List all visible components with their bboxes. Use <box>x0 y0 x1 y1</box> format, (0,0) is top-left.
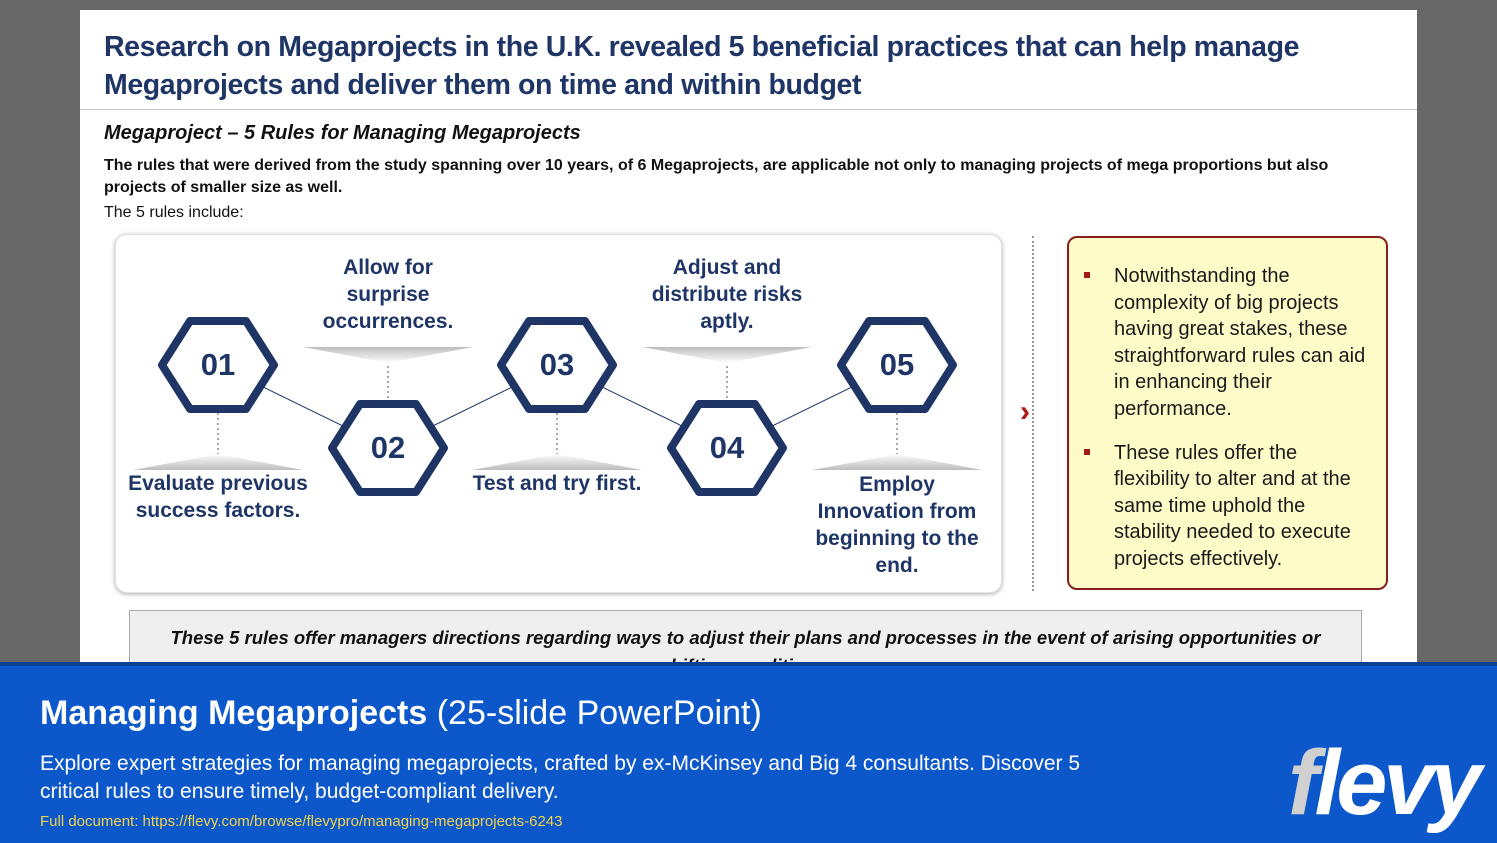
shelf-03 <box>472 454 642 470</box>
hexagon-02 <box>328 400 448 496</box>
rule-label-05: Employ Innovation from beginning to the … <box>815 473 979 577</box>
note-bullet-item: These rules offer the flexibility to alt… <box>1084 440 1374 573</box>
rules-diagram <box>133 317 982 496</box>
rule-number-05: 05 <box>879 347 915 382</box>
note-bullet-text: These rules offer the flexibility to alt… <box>1114 441 1351 570</box>
note-bullet-item: Notwithstanding the complexity of big pr… <box>1084 263 1374 423</box>
slide: Research on Megaprojects in the U.K. rev… <box>80 10 1417 665</box>
label-stems <box>217 366 898 462</box>
title-divider <box>80 109 1417 110</box>
summary-callout: These 5 rules offer managers directions … <box>129 610 1362 665</box>
rule-label-04: Adjust and distribute risks aptly. <box>651 256 803 333</box>
shelf-01 <box>133 454 303 470</box>
hexagon-01 <box>158 317 278 413</box>
document-link[interactable]: Full document: https://flevy.com/browse/… <box>40 813 563 830</box>
hexagon-03 <box>497 317 617 413</box>
note-box: Notwithstanding the complexity of big pr… <box>1067 236 1388 590</box>
banner-title: Managing Megaprojects (25-slide PowerPoi… <box>40 694 762 733</box>
square-bullet-icon <box>1084 448 1090 455</box>
note-bullet-text: Notwithstanding the complexity of big pr… <box>1114 265 1366 420</box>
rule-number-03: 03 <box>539 347 575 382</box>
rule-label-01: Evaluate previous success factors. <box>128 472 308 522</box>
banner-title-suffix: (25-slide PowerPoint) <box>436 694 762 732</box>
banner-description: Explore expert strategies for managing m… <box>40 752 1081 803</box>
rules-panel <box>115 234 1002 593</box>
intro-lead: The 5 rules include: <box>104 204 244 221</box>
flevy-logo[interactable]: flevy <box>1288 732 1482 834</box>
rule-label-03: Test and try first. <box>472 472 642 495</box>
intro-text: The rules that were derived from the stu… <box>104 157 1329 196</box>
panel-separator <box>1032 236 1034 591</box>
promo-banner: Managing Megaprojects (25-slide PowerPoi… <box>0 662 1497 843</box>
shelf-02 <box>303 347 473 363</box>
rule-label-02: Allow for surprise occurrences. <box>322 256 454 333</box>
square-bullet-icon <box>1084 272 1090 278</box>
hexagon-04 <box>667 400 787 496</box>
shelf-05 <box>812 454 982 470</box>
shelf-04 <box>642 347 812 363</box>
slide-subtitle: Megaproject – 5 Rules for Managing Megap… <box>104 122 581 144</box>
rule-number-01: 01 <box>200 347 236 382</box>
rule-number-04: 04 <box>709 430 745 465</box>
hexagon-05 <box>837 317 957 413</box>
rule-number-02: 02 <box>370 430 406 465</box>
banner-title-main: Managing Megaprojects <box>40 694 428 732</box>
slide-title: Research on Megaprojects in the U.K. rev… <box>104 31 1300 101</box>
